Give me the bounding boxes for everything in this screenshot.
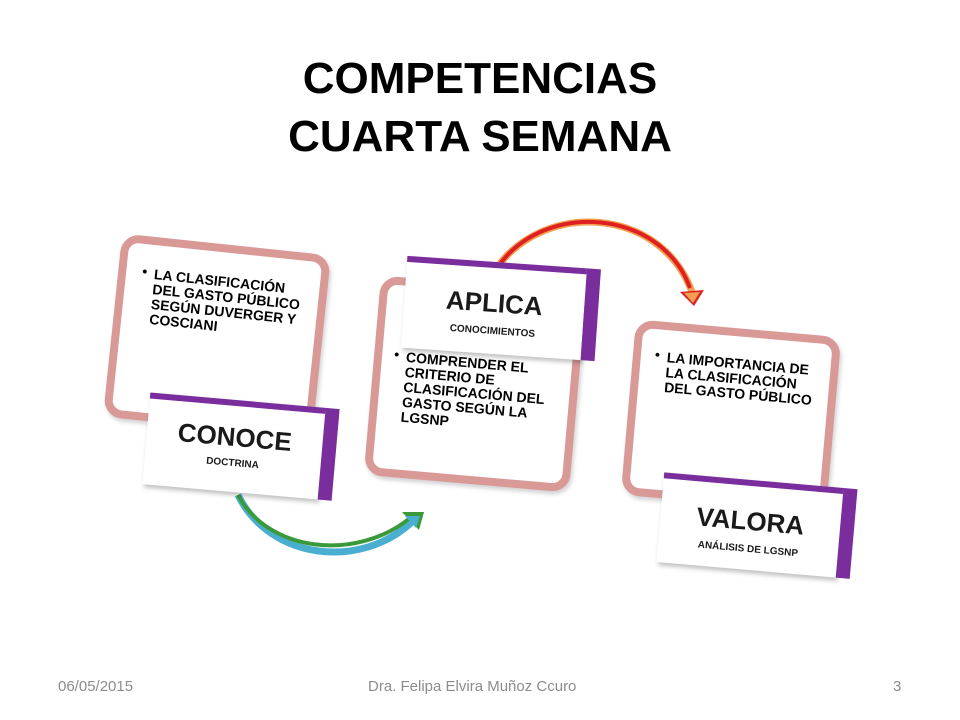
bullet-icon: •: [141, 262, 149, 280]
footer-date: 06/05/2015: [58, 678, 134, 695]
tag-aplica-sub: CONOCIMIENTOS: [449, 322, 536, 340]
title-line-1: COMPETENCIAS: [302, 54, 658, 103]
card-valora-text: • LA IMPORTANCIA DE LA CLASIFICACIÓN DEL…: [654, 346, 813, 408]
tag-aplica-verb: APLICA: [445, 284, 544, 322]
bullet-icon: •: [393, 345, 400, 363]
tag-valora: VALORA ANÁLISIS DE LGSNP: [656, 472, 858, 579]
tag-valora-verb: VALORA: [695, 501, 806, 541]
tag-aplica: APLICA CONOCIMIENTOS: [401, 255, 601, 362]
tag-conoce: CONOCE DOCTRINA: [142, 392, 340, 501]
card-aplica-text: • COMPRENDER EL CRITERIO DE CLASIFICACIÓ…: [393, 345, 545, 429]
footer-page-number: 3: [893, 678, 902, 695]
arrow-conoce-to-aplica: [234, 493, 424, 556]
footer-author: Dra. Felipa Elvira Muñoz Ccuro: [368, 678, 577, 695]
title-line-2: CUARTA SEMANA: [288, 112, 672, 161]
bullet-icon: •: [654, 346, 661, 363]
card-conoce-text: • LA CLASIFICACIÓN DEL GASTO PÚBLICO SEG…: [141, 262, 301, 334]
arrow-aplica-to-valora: [491, 218, 704, 306]
slide-title: COMPETENCIAS CUARTA SEMANA: [0, 50, 960, 166]
